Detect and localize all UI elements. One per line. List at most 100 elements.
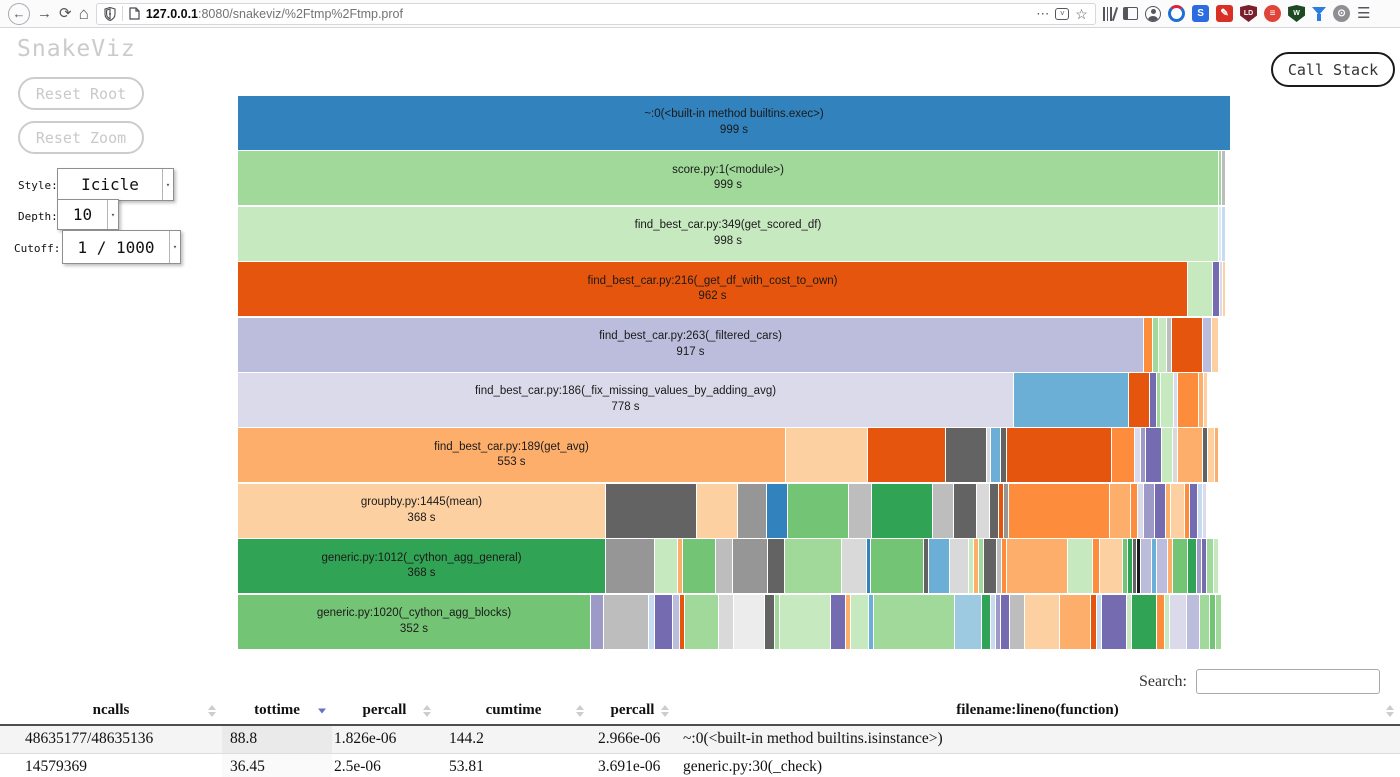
icicle-block[interactable]: [1146, 428, 1161, 483]
s-badge-icon[interactable]: S: [1192, 5, 1210, 22]
ld-shield-icon[interactable]: LD: [1240, 5, 1258, 22]
icicle-block[interactable]: [775, 594, 779, 649]
icicle-block[interactable]: [649, 594, 654, 649]
icicle-block[interactable]: [1166, 483, 1170, 538]
icicle-block[interactable]: [954, 483, 976, 538]
back-button[interactable]: ←: [8, 2, 30, 25]
icicle-block[interactable]: [1138, 483, 1143, 538]
icicle-block[interactable]: [1202, 539, 1206, 594]
icicle-block[interactable]: [1212, 317, 1218, 372]
icicle-block[interactable]: [1190, 483, 1197, 538]
icicle-block[interactable]: [1010, 594, 1024, 649]
icicle-block[interactable]: [1215, 428, 1218, 483]
icicle-block[interactable]: [1110, 483, 1130, 538]
icicle-block[interactable]: [1203, 428, 1207, 483]
icicle-block[interactable]: [969, 539, 973, 594]
icicle-block-labeled[interactable]: find_best_car.py:216(_get_df_with_cost_t…: [238, 262, 1187, 317]
icicle-block[interactable]: [1157, 372, 1160, 427]
icicle-block-labeled[interactable]: find_best_car.py:186(_fix_missing_values…: [238, 372, 1013, 427]
depth-select[interactable]: 10 ▾: [57, 199, 119, 230]
style-select[interactable]: Icicle ▾: [57, 168, 174, 201]
icicle-block[interactable]: [924, 539, 928, 594]
icicle-block[interactable]: [591, 594, 603, 649]
icicle-block[interactable]: [1152, 539, 1156, 594]
icicle-block[interactable]: [990, 483, 998, 538]
icicle-block[interactable]: [929, 539, 949, 594]
icicle-block[interactable]: [991, 594, 995, 649]
icicle-block[interactable]: [933, 483, 953, 538]
icicle-block[interactable]: [1100, 539, 1122, 594]
icicle-block[interactable]: [785, 539, 841, 594]
icicle-block[interactable]: [1161, 372, 1173, 427]
call-stack-button[interactable]: Call Stack: [1271, 52, 1395, 87]
column-header-filename[interactable]: filename:lineno(function): [675, 697, 1400, 726]
icicle-block[interactable]: [738, 483, 766, 538]
icicle-block[interactable]: [1208, 428, 1214, 483]
icicle-block-labeled[interactable]: groupby.py:1445(mean)368 s: [238, 483, 605, 538]
icicle-block[interactable]: [673, 594, 679, 649]
icicle-block[interactable]: [697, 483, 737, 538]
icicle-block[interactable]: [1141, 539, 1151, 594]
icicle-block[interactable]: [1127, 594, 1131, 649]
icicle-block[interactable]: [1112, 428, 1134, 483]
icicle-block[interactable]: [1168, 539, 1172, 594]
icicle-block[interactable]: [1004, 483, 1008, 538]
icicle-block[interactable]: [1222, 151, 1225, 206]
icicle-block[interactable]: [1200, 594, 1209, 649]
icicle-block[interactable]: [869, 594, 873, 649]
icicle-block[interactable]: [780, 594, 830, 649]
icicle-block[interactable]: [842, 539, 866, 594]
shield-icon[interactable]: [104, 6, 116, 21]
icicle-block[interactable]: [1025, 594, 1059, 649]
icicle-block[interactable]: [1220, 262, 1222, 317]
icicle-block[interactable]: [1091, 594, 1096, 649]
icicle-block[interactable]: [1203, 317, 1211, 372]
icicle-block[interactable]: [719, 594, 733, 649]
icicle-block[interactable]: [1188, 262, 1212, 317]
icicle-block[interactable]: [1170, 594, 1186, 649]
icicle-block-labeled[interactable]: find_best_car.py:263(_filtered_cars)917 …: [238, 317, 1143, 372]
sidebar-button[interactable]: [1123, 7, 1139, 20]
icicle-block[interactable]: [991, 428, 1000, 483]
icicle-block[interactable]: [979, 539, 983, 594]
icicle-block[interactable]: [1210, 594, 1215, 649]
forward-button[interactable]: →: [37, 6, 52, 21]
icicle-block[interactable]: [1153, 317, 1158, 372]
icicle-block[interactable]: [678, 539, 682, 594]
icicle-block[interactable]: [1219, 206, 1221, 261]
icicle-block[interactable]: [1001, 594, 1009, 649]
icicle-block[interactable]: [1199, 372, 1203, 427]
icicle-block[interactable]: [1132, 594, 1156, 649]
icicle-block-labeled[interactable]: score.py:1(<module>)999 s: [238, 151, 1218, 206]
icicle-block[interactable]: [1102, 594, 1126, 649]
funnel-icon[interactable]: [1312, 6, 1327, 21]
icicle-block[interactable]: [874, 594, 954, 649]
icicle-block[interactable]: [1219, 151, 1221, 206]
icicle-block[interactable]: [786, 428, 867, 483]
expressvpn-icon[interactable]: ≡: [1264, 5, 1282, 22]
icicle-block[interactable]: [1131, 483, 1137, 538]
icicle-block[interactable]: [1173, 428, 1177, 483]
icicle-block[interactable]: [1178, 372, 1198, 427]
icicle-block[interactable]: [1216, 594, 1221, 649]
column-header-ncalls[interactable]: ncalls: [0, 697, 222, 726]
icicle-block[interactable]: [606, 483, 696, 538]
icicle-block[interactable]: [733, 539, 767, 594]
icicle-block[interactable]: [1197, 539, 1201, 594]
cutoff-select[interactable]: 1 / 1000 ▾: [62, 230, 181, 264]
icicle-block[interactable]: [1223, 262, 1225, 317]
icicle-block[interactable]: [851, 594, 868, 649]
bookmark-button[interactable]: ☆: [1075, 7, 1088, 21]
icicle-block[interactable]: [984, 539, 996, 594]
icicle-block[interactable]: [1213, 262, 1219, 317]
icicle-block[interactable]: [831, 594, 845, 649]
reset-root-button[interactable]: Reset Root: [18, 77, 144, 110]
home-button[interactable]: ⌂: [79, 5, 89, 22]
icicle-block[interactable]: [1222, 206, 1225, 261]
icicle-block[interactable]: [872, 483, 932, 538]
reload-button[interactable]: ⟳: [59, 6, 72, 21]
reset-zoom-button[interactable]: Reset Zoom: [18, 121, 144, 154]
icicle-block[interactable]: [1123, 539, 1127, 594]
